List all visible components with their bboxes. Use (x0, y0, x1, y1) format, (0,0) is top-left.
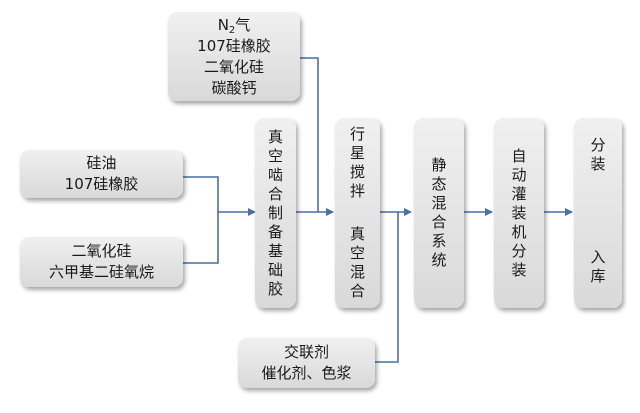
connector-silica (183, 212, 219, 264)
crosslinker-line-2: 催化剂、色浆 (261, 364, 352, 382)
crosslinker-box: 交联剂 催化剂、色浆 (238, 338, 375, 388)
auto-fill-label: 自动灌装机分装 (511, 146, 527, 279)
warehousing-label: 入库 (590, 248, 606, 285)
silica-line-2: 六甲基二硅氧烷 (48, 263, 154, 281)
static-mix-box: 静态混合系统 (414, 118, 464, 308)
n2-inputs-line-3: 二氧化硅 (203, 57, 264, 76)
silica-line-1: 二氧化硅 (71, 242, 132, 260)
crosslinker-line-1: 交联剂 (283, 343, 329, 361)
silicone-oil-line-2: 107硅橡胶 (64, 175, 139, 193)
silica-box: 二氧化硅 六甲基二硅氧烷 (20, 237, 183, 287)
packaging-label: 分装 (590, 136, 606, 173)
auto-fill-box: 自动灌装机分装 (494, 118, 544, 308)
connector-n2-inputs (300, 57, 319, 212)
n2-inputs-box: N2气 107硅橡胶 二氧化硅 碳酸钙 (168, 12, 300, 101)
packaging-box: 分装 入库 (574, 118, 622, 308)
n2-gas-label: N2气 (217, 15, 251, 36)
vacuum-kneading-box: 真空啮合制备基础胶 (255, 118, 296, 308)
connector-silicone-oil (183, 176, 219, 212)
vacuum-mixing-label: 真空混合 (349, 225, 365, 300)
planetary-stirring-label: 行星搅拌 (349, 125, 365, 200)
n2-inputs-line-2: 107硅橡胶 (197, 36, 271, 55)
vacuum-kneading-label: 真空啮合制备基础胶 (267, 127, 283, 298)
connector-crosslinker (375, 212, 399, 363)
n2-inputs-line-4: 碳酸钙 (211, 78, 257, 97)
planetary-mix-box: 行星搅拌 真空混合 (335, 118, 380, 308)
silicone-oil-line-1: 硅油 (86, 154, 117, 172)
silicone-oil-box: 硅油 107硅橡胶 (20, 150, 183, 198)
static-mix-label: 静态混合系统 (431, 156, 447, 269)
